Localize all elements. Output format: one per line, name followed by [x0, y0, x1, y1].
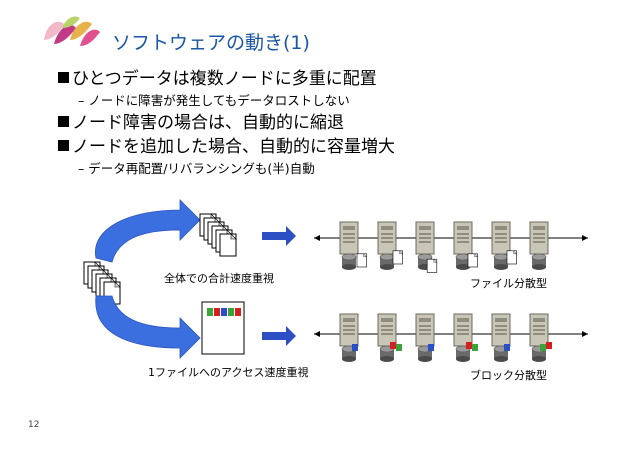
- page-number: 12: [28, 420, 40, 430]
- label-file-distributed: ファイル分散型: [470, 277, 547, 290]
- arrow-icon: [262, 226, 296, 246]
- logo-icon: [44, 16, 100, 46]
- sub-bullet-item: – データ再配置/リバランシングも(半)自動: [78, 161, 315, 176]
- slide-title: ソフトウェアの動き(1): [112, 32, 310, 54]
- server-row-file: [339, 221, 549, 273]
- label-block-distributed: ブロック分散型: [470, 369, 547, 382]
- arrow-icon: [262, 326, 296, 346]
- bullet-item: ひとつデータは複数ノードに多重に配置: [58, 68, 618, 92]
- document-icon: [201, 301, 245, 355]
- label-single-file-speed: 1ファイルへのアクセス速度重視: [148, 366, 309, 379]
- curved-arrow-icon: [95, 199, 201, 263]
- bullet-square-icon: [58, 140, 69, 151]
- server-row-block: [339, 313, 552, 363]
- curved-arrow-icon: [95, 295, 201, 359]
- sub-bullet-item: – ノードに障害が発生してもデータロストしない: [78, 93, 350, 108]
- bullet-item: ノードを追加した場合、自動的に容量増大: [58, 136, 618, 160]
- label-total-speed: 全体での合計速度重視: [164, 272, 274, 285]
- bullet-square-icon: [58, 116, 69, 127]
- document-stack-icon: [199, 213, 237, 257]
- bullet-square-icon: [58, 72, 69, 83]
- bullet-item: ノード障害の場合は、自動的に縮退: [58, 112, 618, 136]
- bullet-list: ひとつデータは複数ノードに多重に配置 – ノードに障害が発生してもデータロストし…: [58, 68, 618, 180]
